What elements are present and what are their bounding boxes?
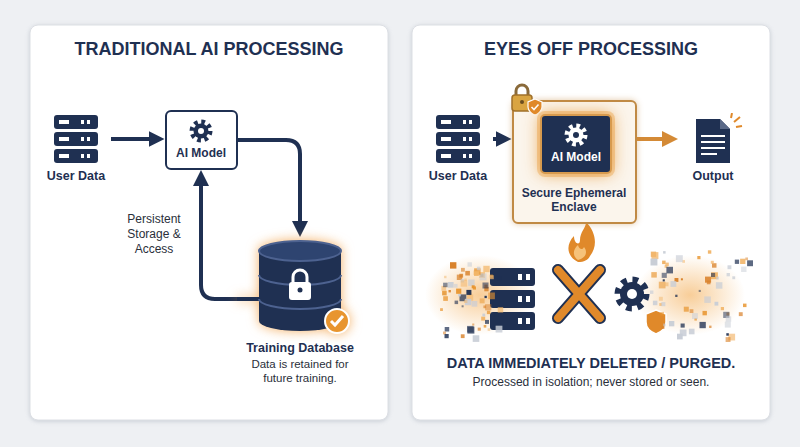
note-group: DATA IMMEDIATELY DELETED / PURGED. Proces… xyxy=(412,355,770,389)
database-icon xyxy=(237,237,363,337)
model-box: AI Model xyxy=(165,110,238,170)
flow-arrow xyxy=(238,140,301,231)
node-label: User Data xyxy=(41,169,111,183)
node-label: Output xyxy=(678,169,748,183)
dissolve-particles xyxy=(440,250,753,342)
flow-arrow xyxy=(111,137,159,141)
enclave-box: Secure Ephemeral Enclave AI Model xyxy=(512,100,637,224)
database-store: Training DatabaseData is retained for fu… xyxy=(237,237,363,386)
node-label: Secure Ephemeral Enclave xyxy=(520,186,629,215)
server-icon xyxy=(434,113,482,165)
node-label: AI Model xyxy=(175,146,228,160)
padlock-icon xyxy=(508,82,544,116)
node-label: AI Model xyxy=(550,150,602,164)
document-icon xyxy=(678,113,748,165)
status-heading: DATA IMMEDIATELY DELETED / PURGED. xyxy=(412,355,770,371)
node-label: EYES OFF PROCESSING xyxy=(412,39,770,60)
edge-label: Persistent Storage & Access xyxy=(117,212,191,257)
node-label: Training Database xyxy=(237,341,363,355)
comparison-panel: TRADITIONAL AI PROCESSING User Data AI Mod… xyxy=(30,25,388,420)
status-note: Processed in isolation; never stored or … xyxy=(412,375,770,389)
flame xyxy=(568,222,595,262)
cross-mark xyxy=(558,270,600,318)
node-label: TRADITIONAL AI PROCESSING xyxy=(30,39,388,60)
output-doc: Output xyxy=(678,113,748,183)
server-fragment xyxy=(490,268,535,330)
node-label: User Data xyxy=(423,169,493,183)
panel-ground xyxy=(412,25,770,420)
flow-arrow xyxy=(637,137,673,141)
gear-icon xyxy=(563,122,589,148)
flow-arrow xyxy=(493,137,506,141)
shield-icon xyxy=(646,310,666,334)
data-source: User Data xyxy=(41,113,111,183)
gear-icon xyxy=(188,118,214,144)
server-icon xyxy=(52,113,100,165)
gear-fragment xyxy=(618,280,646,308)
data-source: User Data xyxy=(423,113,493,183)
flow-arrow xyxy=(201,176,237,299)
node-note: Data is retained for future training. xyxy=(237,357,363,386)
model-box: AI Model xyxy=(540,114,612,174)
panel-ground xyxy=(30,25,388,420)
purge-illustration xyxy=(425,222,753,342)
